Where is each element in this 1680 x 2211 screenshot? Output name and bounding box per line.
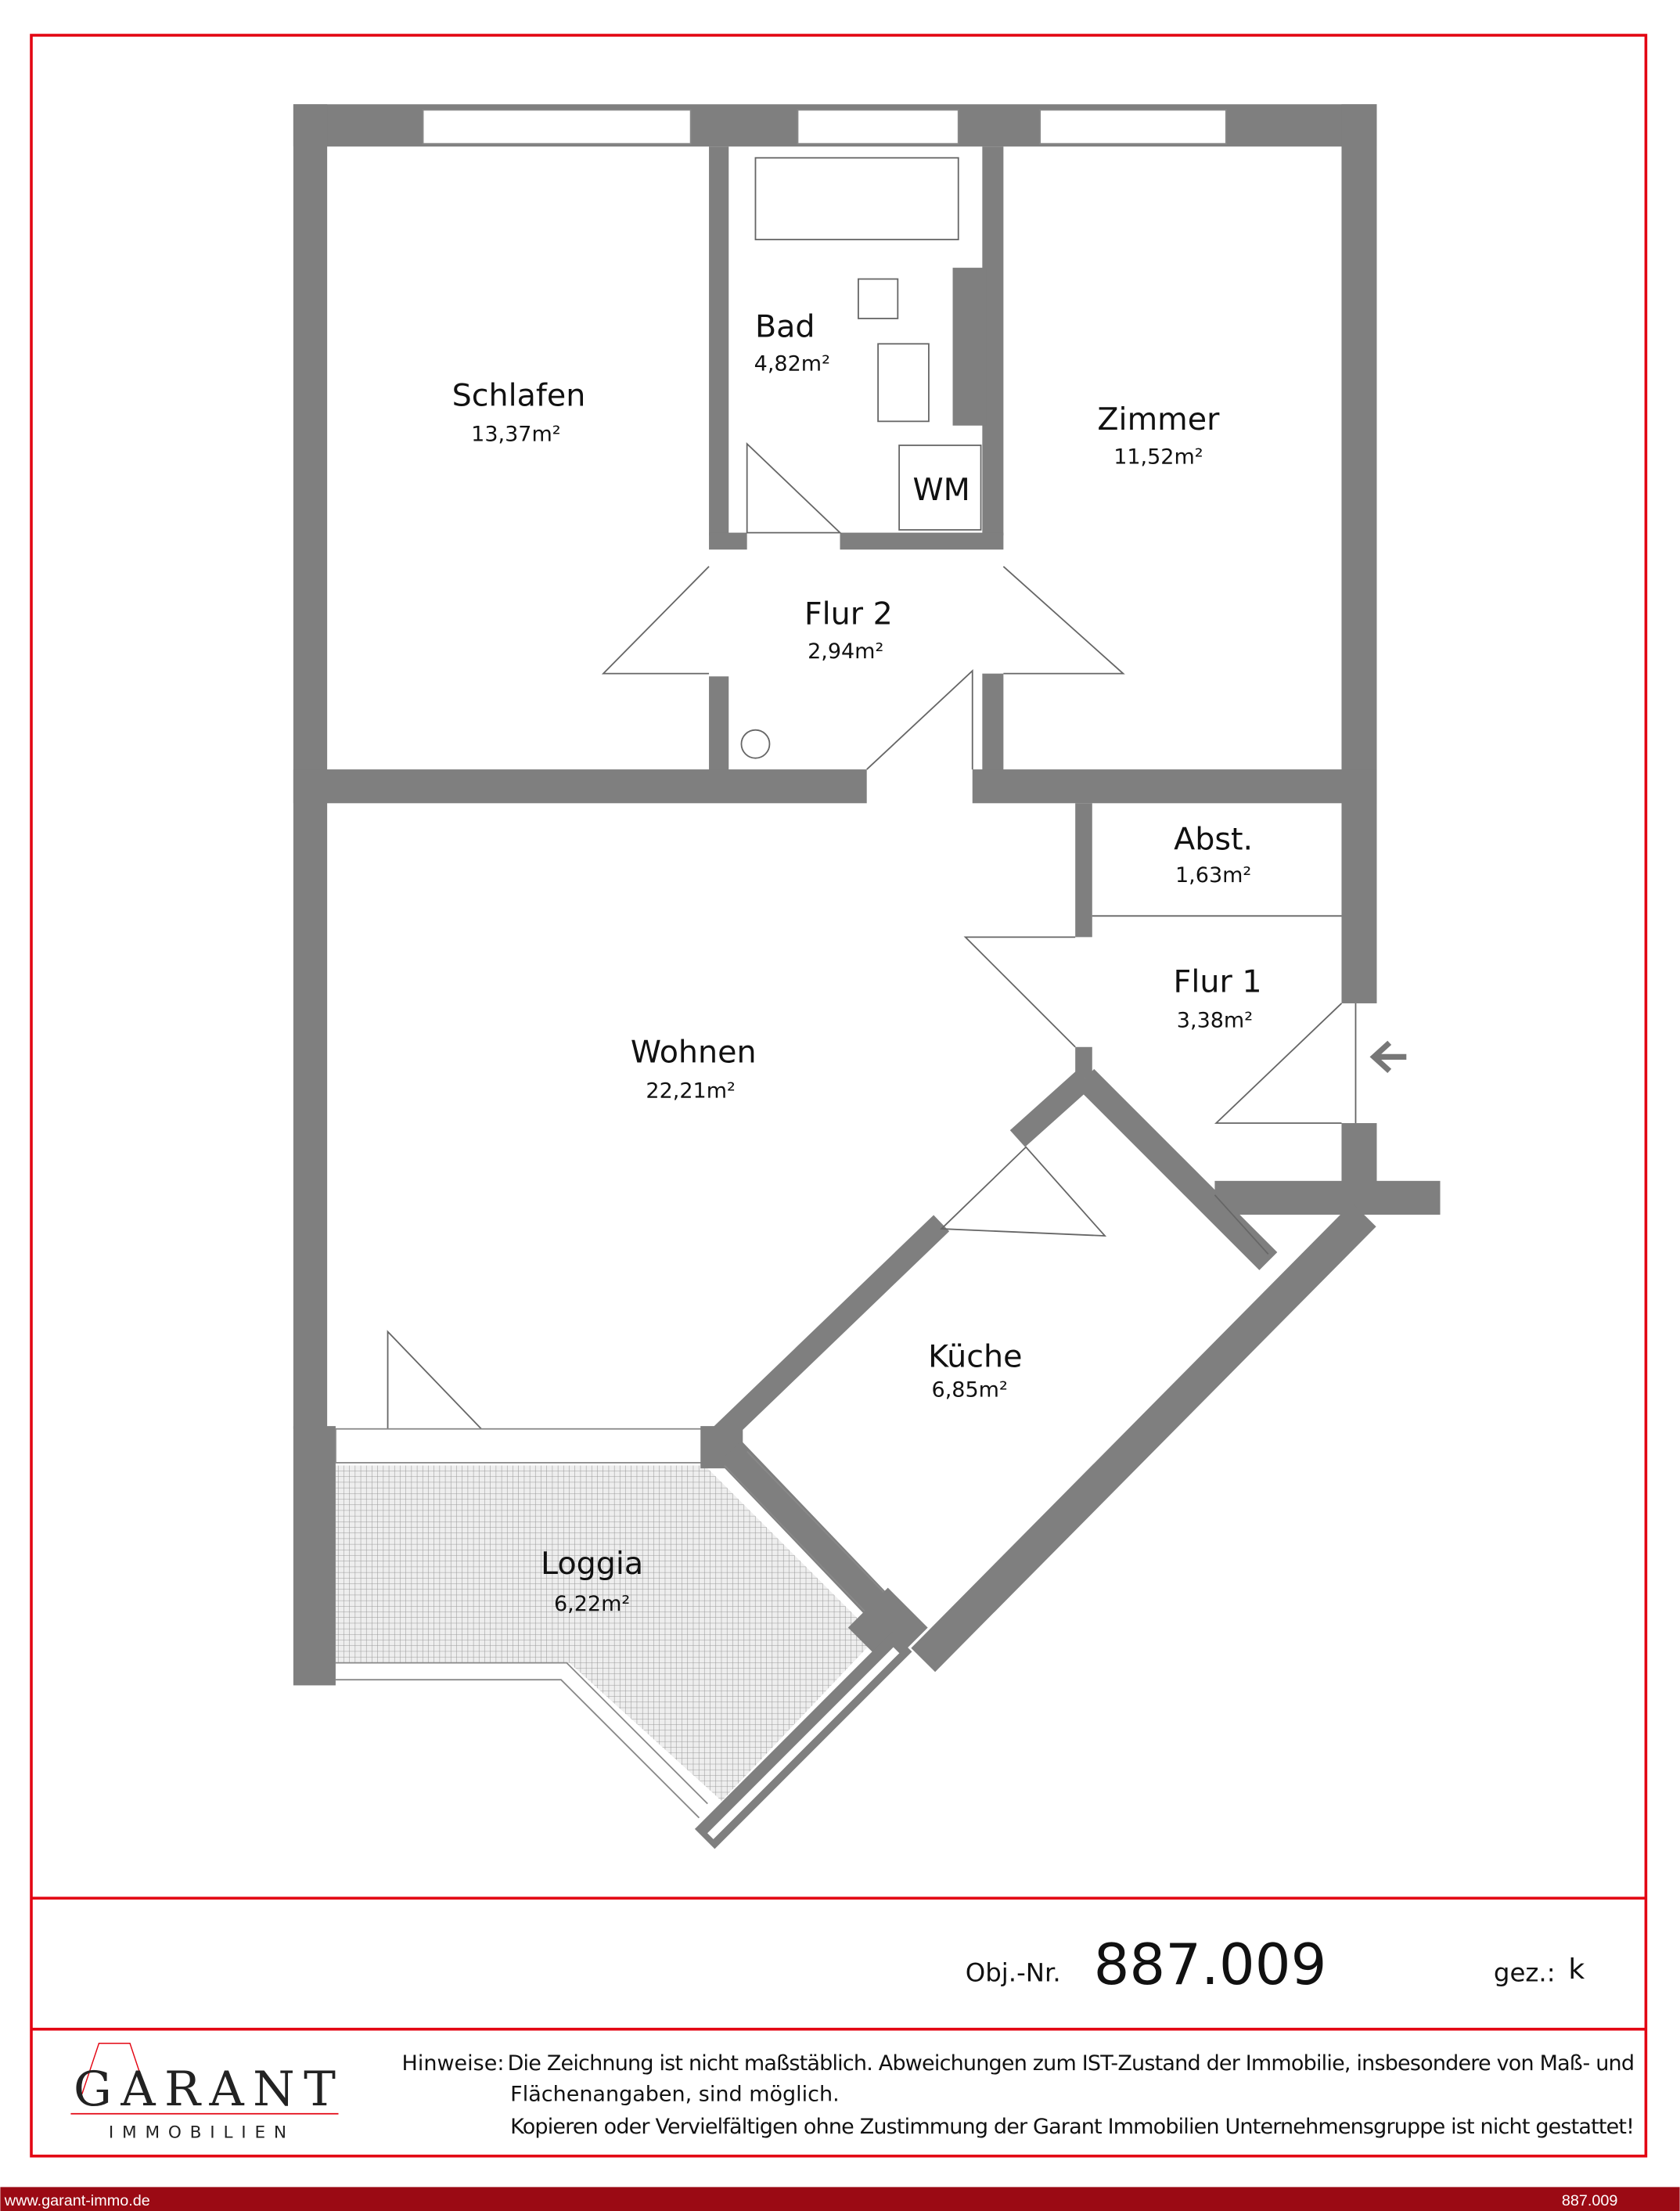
- room-area-zimmer: 11,52m²: [1113, 445, 1203, 469]
- room-area-flur1: 3,38m²: [1177, 1009, 1253, 1033]
- entrance-arrow-icon: [1369, 1040, 1407, 1074]
- room-area-wohnen: 22,21m²: [646, 1079, 735, 1104]
- room-name-kueche: Küche: [928, 1338, 1022, 1374]
- window: [422, 109, 692, 145]
- window: [797, 109, 959, 145]
- garant-logo: GARANT IMMOBILIEN: [70, 2043, 339, 2142]
- room-name-flur1: Flur 1: [1174, 964, 1262, 1000]
- drawn-by: k: [1568, 1954, 1585, 1986]
- disclaimer-label: Hinweise:: [402, 2051, 505, 2076]
- room-name-schlafen: Schlafen: [452, 378, 586, 414]
- washing-machine-label: WM: [912, 472, 970, 508]
- room-name-zimmer: Zimmer: [1097, 402, 1220, 438]
- footer-url[interactable]: www.garant-immo.de: [4, 2192, 150, 2209]
- room-name-wohnen: Wohnen: [631, 1035, 757, 1071]
- room-area-schlafen: 13,37m²: [471, 423, 560, 447]
- drawn-by-label: gez.:: [1494, 1958, 1556, 1988]
- disclaimer-line-3: Kopieren oder Vervielfältigen ohne Zusti…: [510, 2115, 1635, 2139]
- room-area-bad: 4,82m²: [754, 352, 830, 376]
- disclaimer-line-2: Flächenangaben, sind möglich.: [510, 2083, 840, 2107]
- room-area-loggia: 6,22m²: [554, 1592, 630, 1616]
- object-number-label: Obj.-Nr.: [966, 1958, 1061, 1988]
- room-name-abst: Abst.: [1174, 822, 1253, 858]
- room-name-bad: Bad: [755, 308, 815, 344]
- disclaimer-line-1: Die Zeichnung ist nicht maßstäblich. Abw…: [508, 2051, 1635, 2076]
- sheet-frame: [30, 34, 1648, 2158]
- footer-number: 887.009: [1562, 2192, 1618, 2209]
- disclaimer: Hinweise: Die Zeichnung ist nicht maßstä…: [402, 2051, 1635, 2139]
- loggia-floor: [335, 1465, 877, 1802]
- room-name-loggia: Loggia: [541, 1546, 643, 1582]
- room-name-flur2: Flur 2: [804, 596, 893, 632]
- room-area-abst: 1,63m²: [1175, 863, 1251, 888]
- room-area-flur2: 2,94m²: [808, 639, 883, 664]
- room-labels: Schlafen 13,37m² Bad 4,82m² Zimmer 11,52…: [452, 308, 1262, 1616]
- room-area-kueche: 6,85m²: [932, 1377, 1008, 1402]
- floor-plan: WM: [293, 104, 1441, 1849]
- logo-name: GARANT: [74, 2062, 336, 2117]
- logo-sub: IMMOBILIEN: [109, 2123, 295, 2142]
- object-number: 887.009: [1094, 1932, 1327, 1997]
- object-info: Obj.-Nr. 887.009 gez.: k: [966, 1932, 1585, 1997]
- footer-bar: [0, 2187, 1680, 2211]
- window: [1039, 109, 1227, 145]
